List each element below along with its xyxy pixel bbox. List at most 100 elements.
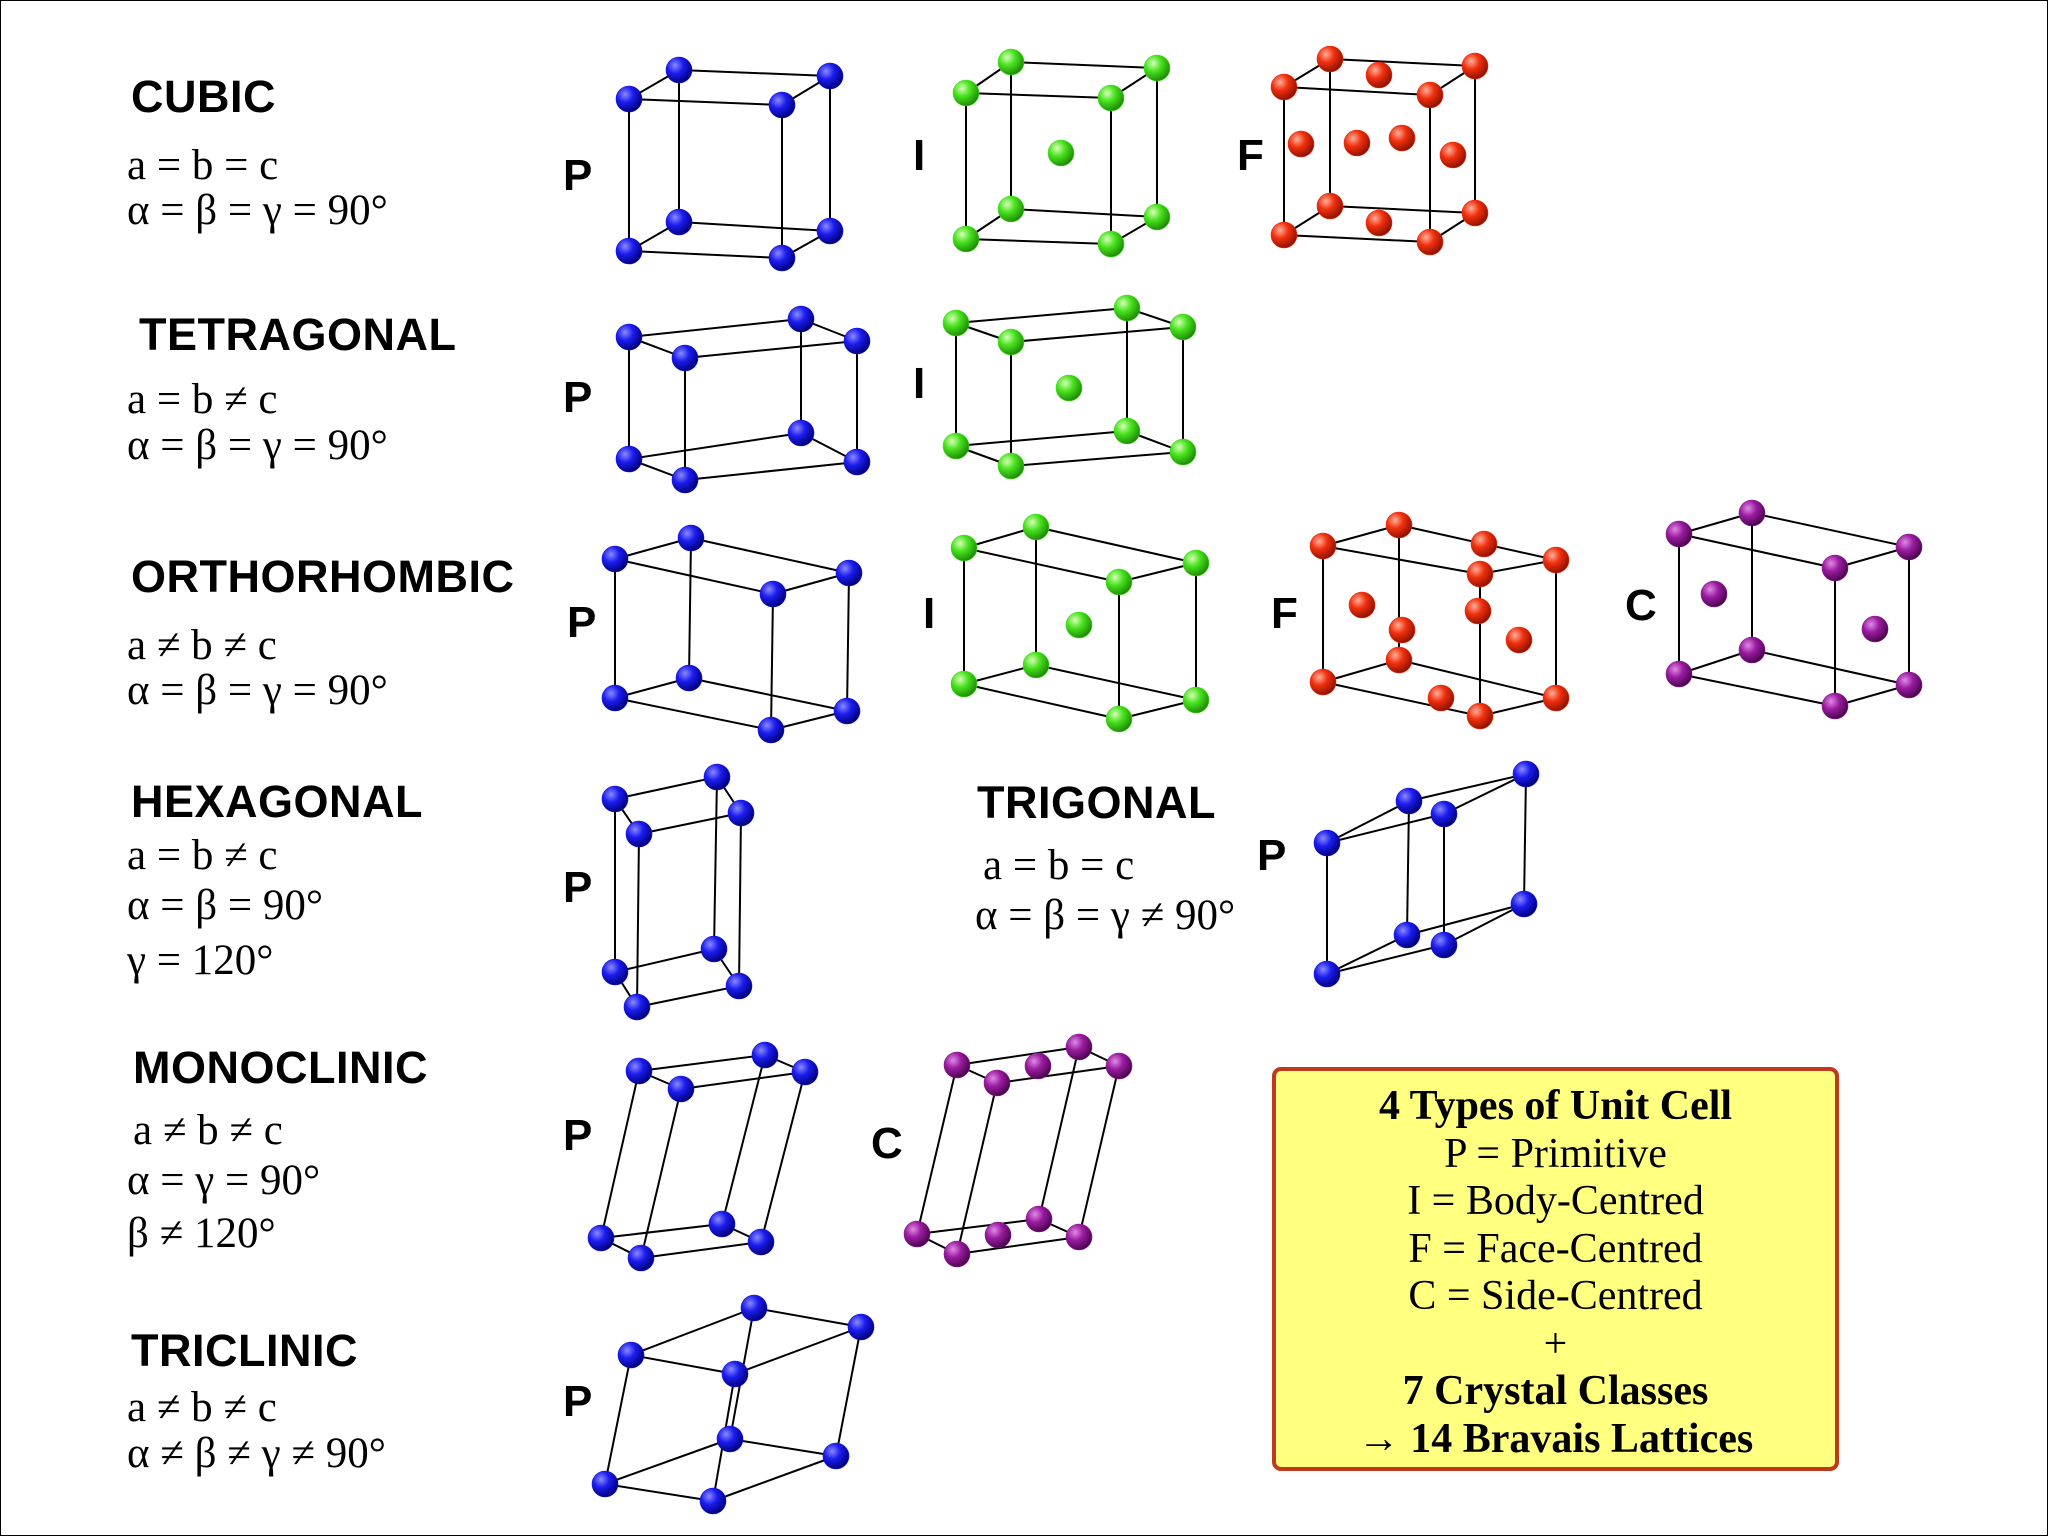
lattice-label-trigonal-p: P (1257, 831, 1287, 880)
lattice-label-cubic-p: P (563, 151, 593, 200)
unit-cell-cubic-f (1270, 45, 1489, 256)
cell-edge (734, 1326, 862, 1375)
atom-sphere (1464, 597, 1492, 625)
lattice-label-orthorhombic-p: P (567, 598, 597, 647)
params-cubic-lengths: a = b = c (127, 142, 279, 189)
atom-sphere (759, 580, 787, 608)
atom-sphere (1416, 81, 1444, 109)
cell-edge (600, 1070, 640, 1239)
atom-sphere (1270, 73, 1298, 101)
params-monoclinic-lengths: a ≠ b ≠ c (133, 1107, 283, 1154)
atom-sphere (1097, 230, 1125, 258)
params-cubic-angles: α = β = γ = 90° (127, 187, 388, 234)
unit-cell-hexagonal-p (601, 763, 755, 1021)
cell-edge (1678, 673, 1836, 707)
atom-sphere (623, 993, 651, 1021)
atom-sphere (942, 432, 970, 460)
atom-sphere (952, 225, 980, 253)
system-name-cubic: CUBIC (131, 71, 276, 122)
atom-sphere (601, 684, 629, 712)
cell-edge (628, 432, 802, 460)
lattice-label-cubic-f: F (1237, 131, 1264, 180)
system-name-trigonal: TRIGONAL (977, 777, 1216, 828)
atom-sphere (950, 534, 978, 562)
cell-edge (684, 461, 858, 481)
unit-cell-orthorhombic-c (1665, 499, 1923, 720)
atom-sphere (843, 327, 871, 355)
cell-edge (690, 537, 850, 574)
unit-cell-triclinic-p (591, 1294, 875, 1515)
atom-sphere (816, 217, 844, 245)
unit-cell-monoclinic-p (587, 1041, 819, 1272)
cell-edge (638, 812, 742, 835)
params-orthorhombic-lengths: a ≠ b ≠ c (127, 622, 277, 669)
atom-sphere (1105, 568, 1133, 596)
cell-edge (1443, 773, 1527, 815)
cell-edge (1326, 800, 1410, 844)
lattice-label-monoclinic-p: P (563, 1111, 593, 1160)
atom-sphere (835, 559, 863, 587)
lattice-label-tetragonal-p: P (563, 373, 593, 422)
params-tetragonal-lengths: a = b ≠ c (127, 376, 278, 423)
atom-sphere (1065, 611, 1093, 639)
atom-sphere (703, 763, 731, 791)
cell-edge (638, 1054, 766, 1072)
cell-edge (956, 1082, 998, 1255)
atom-sphere (615, 237, 643, 265)
atom-sphere (1169, 438, 1197, 466)
legend-side-centred: C = Side-Centred (1408, 1273, 1703, 1319)
cell-edge (1329, 58, 1476, 67)
cell-edge (1010, 451, 1184, 467)
atom-sphere (1542, 546, 1570, 574)
atom-sphere (1700, 580, 1728, 608)
atom-sphere (1022, 651, 1050, 679)
cell-edge (1329, 205, 1476, 214)
atom-sphere (700, 935, 728, 963)
legend-body-centred: I = Body-Centred (1407, 1178, 1704, 1224)
atom-sphere (1466, 702, 1494, 730)
cell-edge (770, 593, 774, 731)
atom-sphere (950, 670, 978, 698)
cell-edge (916, 1218, 1040, 1235)
atom-sphere (1738, 499, 1766, 527)
atom-sphere (591, 1470, 619, 1498)
atom-sphere (671, 344, 699, 372)
lattice-label-tetragonal-i: I (913, 359, 926, 408)
cell-edge (738, 812, 742, 987)
atom-sphere (1439, 141, 1467, 169)
cell-edge (630, 1307, 755, 1356)
atom-sphere (768, 91, 796, 119)
params-hexagonal-gamma: γ = 120° (127, 937, 274, 984)
lattice-label-cubic-i: I (913, 131, 926, 180)
atom-sphere (1105, 1052, 1133, 1080)
lattice-label-orthorhombic-f: F (1271, 589, 1298, 638)
unit-cell-tetragonal-i (942, 294, 1197, 480)
atom-sphere (1143, 203, 1171, 231)
params-hexagonal-lengths: a = b ≠ c (127, 832, 278, 879)
cell-edge (1408, 773, 1527, 802)
atom-sphere (667, 1075, 695, 1103)
atom-sphere (833, 697, 861, 725)
atom-sphere (1395, 787, 1423, 815)
cell-edge (1678, 533, 1836, 569)
cell-edge (713, 776, 718, 950)
cell-edge (1283, 234, 1431, 243)
cell-edge (1406, 800, 1410, 936)
cell-edge (1322, 545, 1481, 575)
atom-sphere (1385, 511, 1413, 539)
params-trigonal-angles: α = β = γ ≠ 90° (975, 892, 1236, 939)
cell-edge (628, 250, 783, 259)
cell-edge (1035, 526, 1197, 564)
cell-edge (956, 1046, 1080, 1066)
atom-sphere (665, 56, 693, 84)
atom-sphere (942, 309, 970, 337)
atom-sphere (983, 1069, 1011, 1097)
cell-edge (604, 1354, 632, 1485)
cell-edge (1038, 1046, 1080, 1220)
atom-sphere (1738, 636, 1766, 664)
atom-sphere (1065, 1223, 1093, 1251)
cell-edge (628, 318, 802, 338)
lattice-label-monoclinic-c: C (871, 1119, 903, 1168)
atom-sphere (997, 48, 1025, 76)
